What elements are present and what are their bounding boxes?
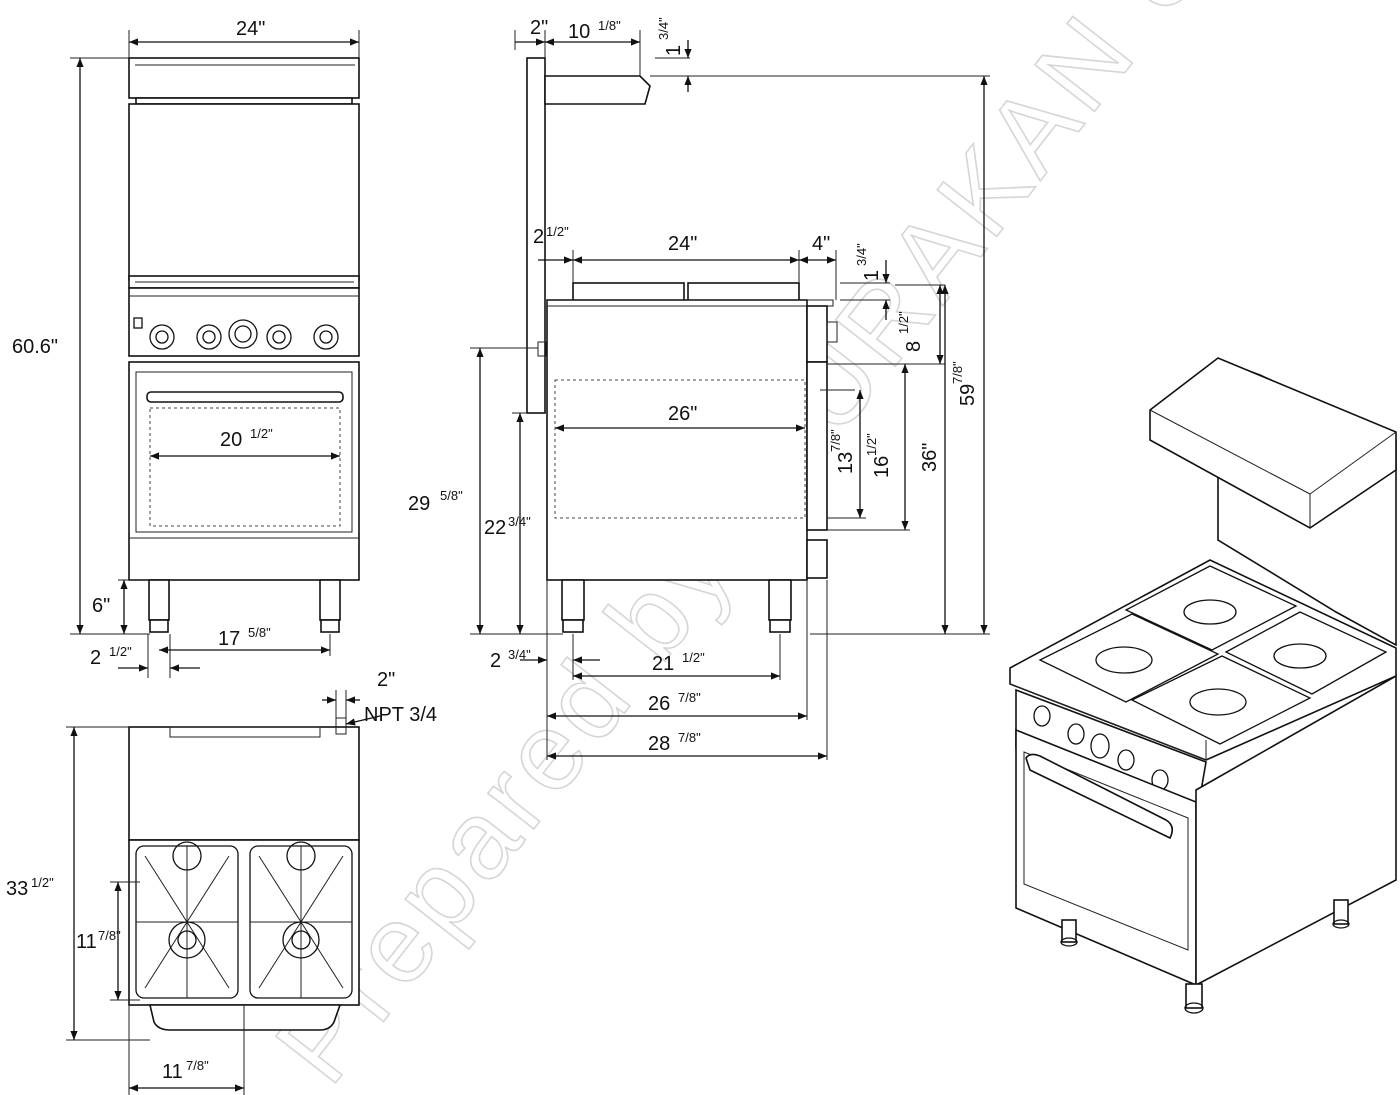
top-depth-main: 33 xyxy=(6,878,28,900)
front-leg-span-frac: 5/8" xyxy=(248,625,271,640)
panel-height-frac: 1/2" xyxy=(896,311,911,334)
overall-depth-main: 28 xyxy=(648,733,670,755)
front-backsplash xyxy=(128,103,360,281)
iso-shelf xyxy=(1149,357,1397,529)
front-view: 24" 60.6" 20 1/2" 6" 2 1/2" 17 5/8" xyxy=(12,18,360,678)
gas-offset-label: 2" xyxy=(377,669,395,691)
door-height-main: 13 xyxy=(835,452,857,474)
oven-bottom-main: 22 xyxy=(484,517,506,539)
burner-width-frac: 7/8" xyxy=(186,1058,209,1073)
burner-depth-frac: 7/8" xyxy=(98,928,121,943)
cook-height-label: 36" xyxy=(919,443,941,472)
burner-depth-main: 11 xyxy=(76,931,97,953)
grate-offset-frac: 1/2" xyxy=(546,224,569,239)
gas-spec-label: NPT 3/4 xyxy=(364,704,437,726)
knob-row xyxy=(133,317,339,350)
side-backsplash xyxy=(526,57,546,414)
front-control-panel xyxy=(128,287,360,357)
door-frame-main: 16 xyxy=(871,456,893,478)
gas-height-frac: 5/8" xyxy=(440,488,463,503)
grate-height-frac: 3/4" xyxy=(854,243,869,266)
front-height-label: 60.6" xyxy=(12,336,58,358)
leg-height-label: 6" xyxy=(92,595,110,617)
iso-grates xyxy=(1038,565,1388,745)
overall-depth-frac: 7/8" xyxy=(678,730,701,745)
side-shelf xyxy=(544,75,651,105)
oven-handle xyxy=(146,391,344,403)
side-view: 2" 10 1/8" 1 3/4" 59 7/8" 2 1/2" 24" 4" … xyxy=(408,17,990,760)
leg-front-main: 2 xyxy=(490,650,501,672)
grate-height-main: 1 xyxy=(861,270,883,281)
body-depth-main: 26 xyxy=(648,693,670,715)
leg-front-frac: 3/4" xyxy=(508,647,531,662)
shelf-top-frac: 3/4" xyxy=(656,17,671,40)
front-shelf xyxy=(128,57,360,99)
burner-width-main: 11 xyxy=(162,1061,183,1083)
front-width-label: 24" xyxy=(236,18,265,40)
shelf-depth-frac: 1/8" xyxy=(598,18,621,33)
gas-height-main: 29 xyxy=(408,493,430,515)
grate-depth-label: 24" xyxy=(668,233,697,255)
side-leg-span-frac: 1/2" xyxy=(682,650,705,665)
front-leg-span-main: 17 xyxy=(218,628,240,650)
oven-width-frac: 1/2" xyxy=(250,426,273,441)
top-depth-frac: 1/2" xyxy=(31,875,54,890)
total-height-frac: 7/8" xyxy=(950,361,965,384)
oven-bottom-frac: 3/4" xyxy=(508,514,531,529)
knob-depth-label: 4" xyxy=(812,233,830,255)
burner-grates xyxy=(135,841,353,999)
shelf-offset-label: 2" xyxy=(530,17,548,39)
leg-offset-frac: 1/2" xyxy=(109,644,132,659)
side-leg-span-main: 21 xyxy=(652,653,674,675)
door-height-frac: 7/8" xyxy=(828,429,843,452)
body-depth-frac: 7/8" xyxy=(678,690,701,705)
grate-offset-main: 2 xyxy=(533,226,544,248)
total-height-main: 59 xyxy=(957,384,979,406)
panel-height-main: 8 xyxy=(903,341,925,352)
oven-depth-label: 26" xyxy=(668,403,697,425)
door-frame-frac: 1/2" xyxy=(864,433,879,456)
isometric-view xyxy=(1009,357,1397,1014)
shelf-top-main: 1 xyxy=(663,45,685,56)
oven-width-main: 20 xyxy=(220,429,242,451)
leg-offset-main: 2 xyxy=(90,647,101,669)
top-view: 2" NPT 3/4 33 1/2" 11 7/8" 11 7/8" xyxy=(6,669,437,1095)
side-body xyxy=(546,299,808,581)
shelf-depth-main: 10 xyxy=(568,21,590,43)
